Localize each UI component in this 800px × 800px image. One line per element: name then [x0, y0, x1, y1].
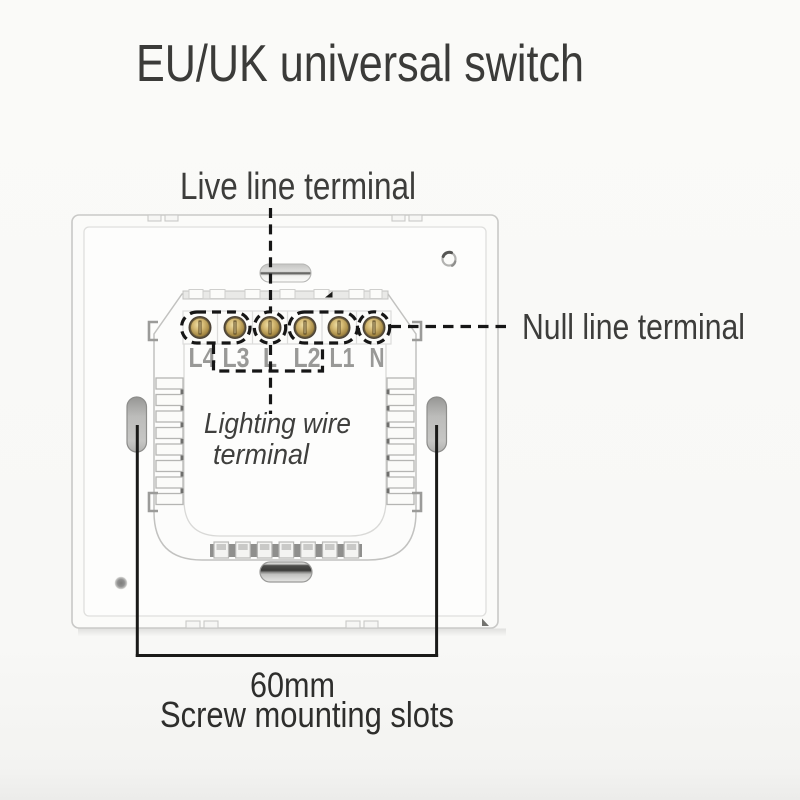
- cable-knockout-top: [259, 263, 312, 283]
- terminal-screw-n: [362, 316, 386, 340]
- terminal-label-l1: L1: [330, 342, 355, 373]
- lighting-wire-label-line2: terminal: [213, 439, 310, 471]
- terminal-screw-l2: [293, 316, 317, 340]
- screw-hole-top-right: [441, 250, 457, 267]
- cable-knockout-bottom: [259, 561, 313, 583]
- dimension-value: 60mm: [250, 666, 335, 705]
- lighting-group-bracket: [211, 344, 325, 373]
- mold-arrow-mark: [325, 291, 333, 298]
- dimension-caption: Screw mounting slots: [160, 694, 454, 735]
- dimension-lines: [135, 425, 439, 657]
- lighting-wire-label: Lighting wire terminal: [204, 408, 351, 471]
- plate-shadow: [78, 628, 506, 637]
- switch-module: L4 L3 L L2 L1 N: [147, 289, 423, 561]
- module-face: [183, 339, 387, 537]
- marker-l4-l3: [179, 310, 252, 345]
- live-line-label: Live line terminal: [180, 166, 416, 208]
- module-vent-slots: [210, 541, 362, 559]
- plate-top-notches: [147, 214, 423, 222]
- page-title: EU/UK universal switch: [136, 35, 584, 93]
- null-terminal-marker: [356, 310, 392, 345]
- module-clips: [147, 320, 423, 513]
- terminal-screw-l1: [327, 316, 351, 340]
- marker-l2-l1: [287, 310, 360, 345]
- terminal-label-l: L: [263, 342, 277, 373]
- terminal-screw-l3: [223, 316, 247, 340]
- lighting-wire-label-line1: Lighting wire: [204, 408, 351, 440]
- live-terminal-marker: [252, 310, 288, 345]
- terminal-labels: L4 L3 L L2 L1 N: [189, 342, 385, 373]
- terminal-label-l3: L3: [223, 342, 250, 373]
- terminal-label-l2: L2: [294, 342, 321, 373]
- module-teeth-right: [386, 377, 415, 506]
- screw-hole-bottom-left: [114, 576, 128, 590]
- terminal-screw-l: [258, 316, 282, 340]
- module-teeth-left: [155, 377, 184, 506]
- plate-corner-mark: [482, 618, 489, 626]
- null-line-label: Null line terminal: [522, 306, 745, 347]
- terminal-label-l4: L4: [189, 342, 216, 373]
- terminal-screws: [188, 316, 386, 340]
- annotation-marks: [179, 208, 512, 414]
- terminal-block-edge: [182, 289, 389, 300]
- terminal-label-n: N: [370, 342, 385, 373]
- terminal-screw-l4: [188, 316, 212, 340]
- plate-bottom-notches: [185, 620, 379, 629]
